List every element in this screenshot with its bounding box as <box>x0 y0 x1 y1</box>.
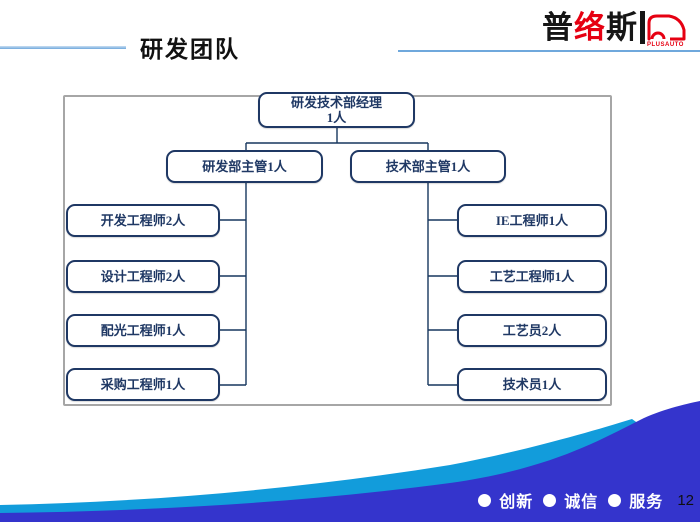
org-node-label: 配光工程师1人 <box>100 323 186 338</box>
brand-char: 络 <box>574 10 606 45</box>
footer-label: 服务 <box>629 494 664 511</box>
org-node-label: 工艺工程师1人 <box>489 269 575 284</box>
org-node-label: IE工程师1人 <box>495 213 569 228</box>
footer-label: 创新 <box>499 494 534 511</box>
org-node-label: 工艺员2人 <box>502 323 562 338</box>
brand-subtext: PLUSAUTO <box>647 42 684 48</box>
page-number: 12 <box>677 491 694 509</box>
brand-char: 斯 <box>606 10 638 45</box>
org-node-label: 研发部主管1人 <box>202 159 287 174</box>
header-rule-right <box>398 50 700 52</box>
page-title: 研发团队 <box>140 36 240 62</box>
org-node-left-role: 开发工程师2人 <box>66 204 220 237</box>
brand-char: 普 <box>542 10 574 45</box>
bullet-icon <box>543 493 557 507</box>
org-node-manager-left: 研发部主管1人 <box>166 150 323 183</box>
truck-icon: PLUSAUTO <box>640 8 688 52</box>
org-node-left-role: 采购工程师1人 <box>66 368 220 401</box>
bullet-icon <box>478 493 492 507</box>
brand-wordmark: 普 络 斯 <box>542 8 638 48</box>
header-rule-left <box>0 46 126 49</box>
org-node-right-role: 技术员1人 <box>457 368 607 401</box>
org-node-label: 设计工程师2人 <box>100 269 186 284</box>
org-node-right-role: IE工程师1人 <box>457 204 607 237</box>
footer-label: 诚信 <box>564 494 599 511</box>
org-node-left-role: 设计工程师2人 <box>66 260 220 293</box>
brand-logo: 普 络 斯 PLUSAUTO <box>542 8 688 52</box>
footer-band: 创新 诚信 服务 12 <box>478 488 694 512</box>
footer-item: 诚信 <box>543 488 598 512</box>
footer-item: 服务 <box>608 488 663 512</box>
org-node-left-role: 配光工程师1人 <box>66 314 220 347</box>
org-node-label: 研发技术部经理 <box>290 95 382 110</box>
org-node-manager-right: 技术部主管1人 <box>350 150 506 183</box>
org-node-label: 开发工程师2人 <box>100 213 186 228</box>
org-node-root: 研发技术部经理 1人 <box>258 92 415 128</box>
org-node-label: 采购工程师1人 <box>100 377 186 392</box>
org-node-right-role: 工艺工程师1人 <box>457 260 607 293</box>
org-node-label: 技术员1人 <box>502 377 562 392</box>
org-node-label: 技术部主管1人 <box>385 159 471 174</box>
bullet-icon <box>608 493 622 507</box>
org-node-right-role: 工艺员2人 <box>457 314 607 347</box>
org-node-headcount: 1人 <box>326 110 347 125</box>
footer-item: 创新 <box>478 488 533 512</box>
